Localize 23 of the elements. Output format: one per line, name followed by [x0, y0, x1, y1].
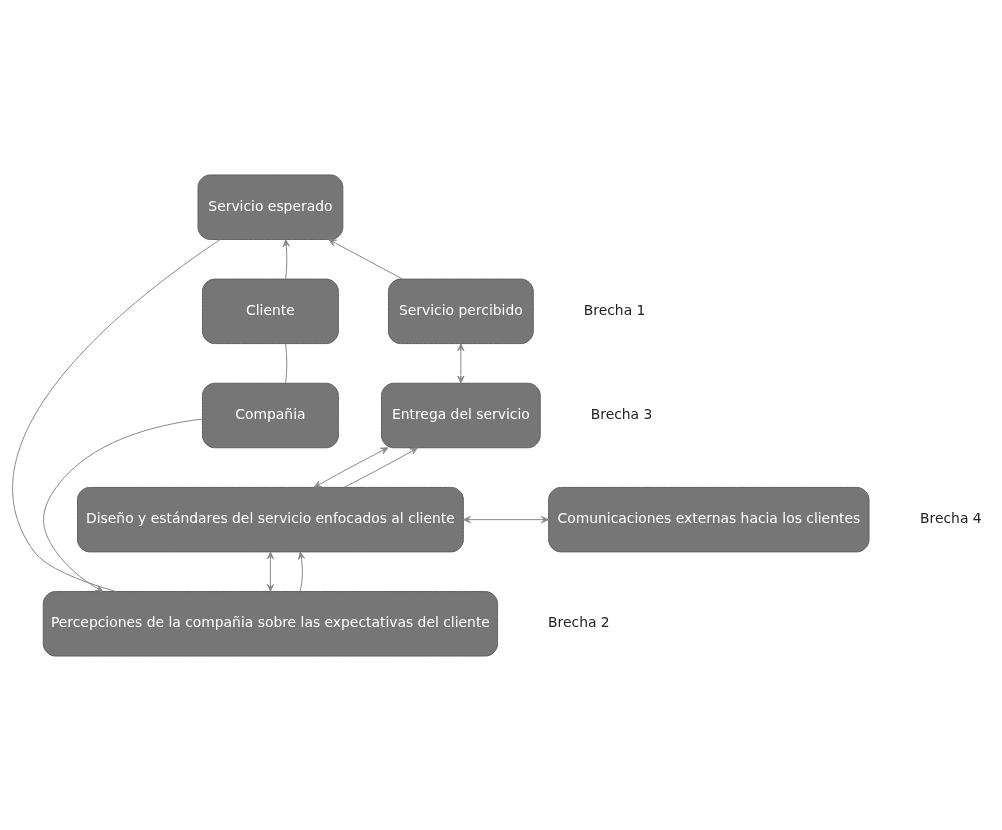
label: Brecha 3 [590, 405, 653, 422]
node-box: Diseño y estándares del servicio enfocados al cliente [77, 486, 464, 552]
arrow [313, 446, 389, 488]
arrow [457, 342, 465, 383]
label: Brecha 4 [920, 509, 982, 526]
node-box: Percepciones de la compañia sobre las expectativas del cliente [42, 590, 499, 657]
connector [12, 238, 221, 592]
arrow [463, 515, 549, 523]
arrow [297, 551, 306, 592]
arrow [43, 418, 203, 592]
arrow [282, 238, 290, 279]
label: Brecha 1 [583, 301, 646, 318]
node-box: Entrega del servicio [381, 382, 541, 448]
label: Brecha 2 [548, 613, 610, 630]
arrow [343, 446, 418, 488]
node-box: Comunicaciones externas hacia los clientes [548, 486, 870, 552]
arrow [328, 238, 404, 280]
node-box: Compañia [202, 382, 339, 448]
connector [285, 342, 288, 383]
node-box: Servicio percibido [387, 278, 534, 344]
node-box: Cliente [202, 278, 339, 344]
node-box: Servicio esperado [197, 173, 344, 240]
arrow [266, 551, 275, 592]
